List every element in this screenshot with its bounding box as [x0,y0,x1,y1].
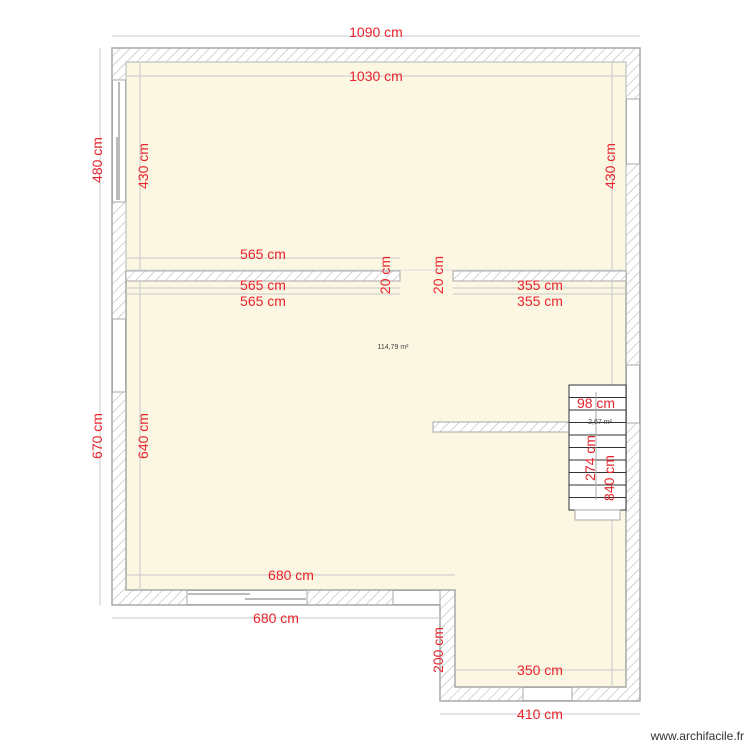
dim-partition-right-top: 355 cm [517,277,563,293]
opening-right-lower[interactable] [626,364,640,424]
sliding-door-bottom[interactable] [186,590,308,605]
dim-bottom-outer: 680 cm [253,610,299,626]
opening-left-lower[interactable] [112,318,126,393]
inner-guides [125,61,627,687]
opening-extension-bottom[interactable] [522,687,573,701]
short-wall [432,421,570,433]
dim-bottom-inner: 680 cm [268,567,314,583]
dim-partition-thickness-right: 20 cm [430,256,446,294]
dim-top-inner: 1030 cm [349,68,403,84]
dim-extension-inner: 350 cm [517,662,563,678]
watermark[interactable]: www.archifacile.fr [650,729,744,743]
dim-stair-length: 274 cm [582,435,598,481]
opening-bottom[interactable] [392,590,441,605]
dim-stair-width: 98 cm [577,395,615,411]
dim-left-upper-inner: 430 cm [135,143,151,189]
dim-left-upper-outer: 480 cm [89,137,105,183]
dimension-lines [99,35,640,715]
area-stairs: 2,67 m² [588,419,612,426]
dim-partition-thickness-left: 20 cm [377,256,393,294]
dim-left-lower-inner: 640 cm [135,413,151,459]
dim-partition-left-mid: 565 cm [240,277,286,293]
dim-partition-left-top: 565 cm [240,246,286,262]
dim-extension-height: 200 cm [430,627,446,673]
area-main: 114,79 m² [378,344,410,351]
window-left-upper[interactable] [112,79,126,203]
dim-partition-left-bottom: 565 cm [240,293,286,309]
dim-right-upper-inner: 430 cm [602,143,618,189]
dim-partition-right-bottom: 355 cm [517,293,563,309]
dim-top-outer: 1090 cm [349,24,403,40]
staircase[interactable] [568,384,627,521]
dim-left-lower-outer: 670 cm [89,413,105,459]
partition-wall-right [452,270,627,282]
dim-extension-outer: 410 cm [517,706,563,722]
dim-stair-height: 840 cm [601,455,617,501]
partition-wall-left [125,270,401,282]
window-right-upper[interactable] [626,98,640,165]
